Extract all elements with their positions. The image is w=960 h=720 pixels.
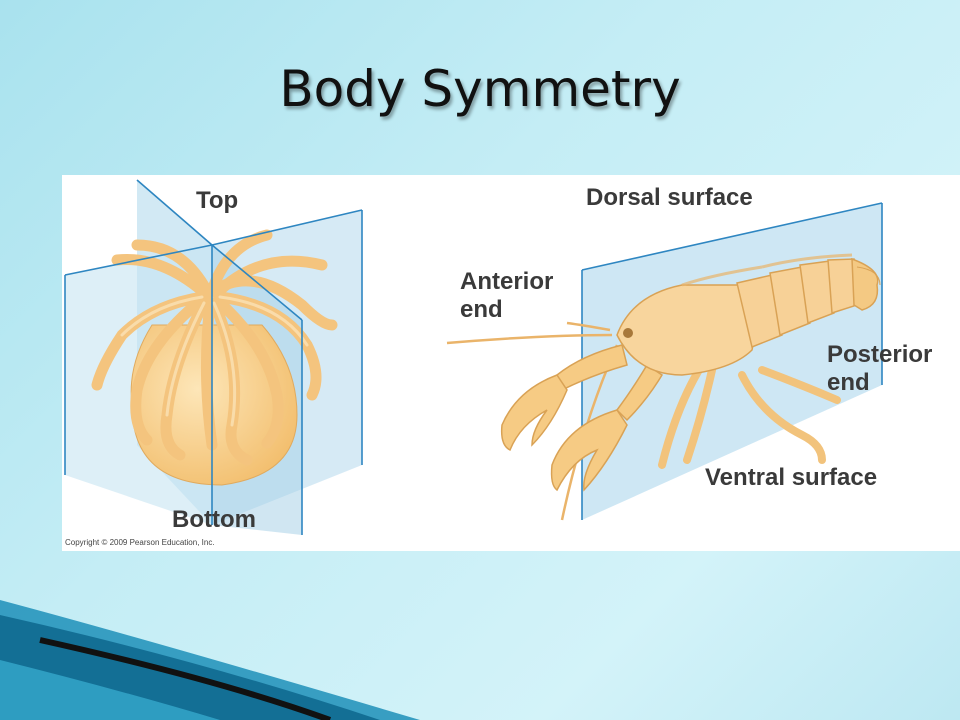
label-anterior-line1: Anterior [460,268,554,295]
label-posterior-line1: Posterior [827,341,933,368]
label-dorsal-surface: Dorsal surface [586,184,753,211]
symmetry-illustration [64,179,883,535]
label-ventral-surface: Ventral surface [705,464,878,491]
label-anterior-line2: end [460,296,503,323]
symmetry-figure: Top Bottom Dorsal surface Anterior end P… [62,175,960,551]
slide-title: Body Symmetry [279,60,681,118]
label-posterior-line2: end [827,369,870,396]
label-top: Top [196,187,239,214]
corner-decoration [0,600,420,720]
sea-anemone [64,179,363,535]
label-posterior-end: Posterior end [827,341,932,397]
label-anterior-end: Anterior end [460,268,553,324]
label-bottom: Bottom [172,506,256,533]
copyright-notice: Copyright © 2009 Pearson Education, Inc. [65,538,215,547]
crayfish [446,202,883,521]
